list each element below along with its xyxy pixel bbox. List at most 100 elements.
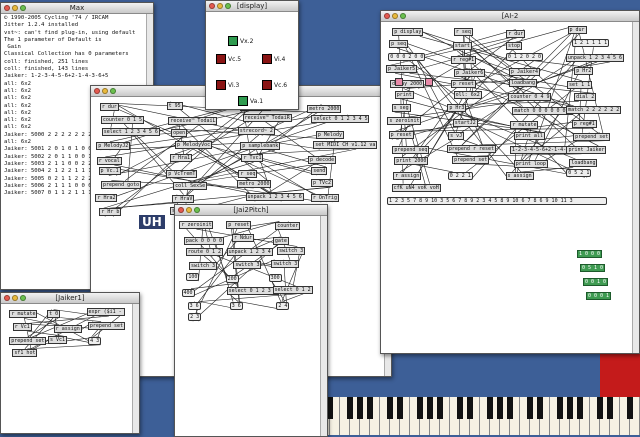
patch-object[interactable]: receive™ TodaiL: [168, 117, 217, 125]
patch-object[interactable]: p reset: [451, 80, 476, 88]
vertical-scrollbar[interactable]: [132, 304, 139, 433]
patch-object[interactable]: strecord~ 2: [238, 127, 275, 135]
patch-object[interactable]: r Ndur: [232, 234, 254, 242]
jai2pitch-titlebar[interactable]: [Jai2Pitch]: [175, 205, 327, 216]
patch-object[interactable]: prepend r reset: [447, 145, 496, 153]
patch-object[interactable]: p TVc2: [311, 179, 333, 187]
patch-object[interactable]: counter: [275, 222, 300, 230]
patch-object[interactable]: loadbang: [509, 79, 537, 87]
patch-object[interactable]: r vocal: [97, 157, 122, 165]
patch-object[interactable]: r dur: [100, 103, 119, 111]
patch-object[interactable]: p Jaiker5: [386, 65, 417, 73]
patch-object[interactable]: 0 2 2 1: [448, 172, 473, 180]
patch-object[interactable]: 3 6: [188, 302, 201, 310]
patch-object[interactable]: select 1 2 3 4 5 6: [102, 128, 160, 136]
patch-object[interactable]: prepend set: [573, 133, 610, 141]
patch-object[interactable]: p decode: [308, 156, 336, 164]
patch-object[interactable]: unpack 1 2 3 4: [227, 248, 273, 256]
patch-object[interactable]: t 0: [47, 310, 60, 318]
patch-object[interactable]: p reset: [226, 221, 251, 229]
patch-object[interactable]: metro 2000: [237, 180, 271, 188]
patch-object[interactable]: r seq: [454, 28, 473, 36]
patch-object[interactable]: p Melody: [316, 131, 344, 139]
meter-message[interactable]: 0 0 1 0: [583, 278, 608, 286]
patch-object[interactable]: p reset: [389, 131, 414, 139]
patch-object[interactable]: s seg: [392, 104, 411, 112]
patch-object[interactable]: stop: [506, 42, 522, 50]
patch-object[interactable]: select 0 1 2 3 4: [273, 286, 313, 294]
patch-object[interactable]: set 1 1: [567, 81, 592, 89]
stop-bang-button[interactable]: [425, 78, 433, 86]
patch-object[interactable]: 2 3: [188, 313, 201, 321]
meter-message[interactable]: 0 5 1 0: [580, 264, 605, 272]
patch-object[interactable]: 0 0 0 2 0 0: [388, 53, 425, 61]
patch-object[interactable]: cfK uN4 voK voH: [392, 184, 441, 192]
patch-object[interactable]: switch 3: [189, 262, 217, 270]
patch-object[interactable]: 300: [269, 274, 282, 282]
patch-object[interactable]: r Hra2: [95, 194, 117, 202]
patch-object[interactable]: print all: [514, 132, 545, 140]
patch-object[interactable]: r assign: [54, 325, 82, 333]
patch-object[interactable]: r seq: [238, 170, 257, 178]
patch-object[interactable]: r Vc1: [13, 323, 32, 331]
patch-object[interactable]: send: [311, 167, 327, 175]
patch-object[interactable]: r dur: [506, 30, 525, 38]
patch-object[interactable]: prepend set: [9, 337, 46, 345]
patch-object[interactable]: print loop: [514, 160, 548, 168]
patch-object[interactable]: p dur: [568, 26, 587, 34]
patch-object[interactable]: select 0 1 2 3 4 5: [311, 115, 369, 123]
chord-list-message[interactable]: 1 2 3 5 7 8 9 10 3 5 6 7 8 9 2 3 4 5 8 9…: [387, 197, 607, 205]
meter-message[interactable]: 0 0 0 1: [586, 292, 611, 300]
patch-object[interactable]: print Jaiker: [566, 146, 606, 154]
patch-object[interactable]: switch 3: [233, 261, 261, 269]
patch-object[interactable]: select 0 1 2 3 4: [227, 287, 279, 295]
patch-object[interactable]: startJ2: [453, 119, 478, 127]
patch-object[interactable]: coll SexSe: [173, 182, 207, 190]
patch-object[interactable]: prepend seq: [392, 146, 429, 154]
patch-object[interactable]: expr ($i1 - $i1 + 2): [87, 308, 125, 316]
patch-object[interactable]: t 95: [167, 102, 183, 110]
patch-object[interactable]: prepend set: [452, 156, 489, 164]
patch-object[interactable]: r OnTrig: [311, 194, 339, 202]
patch-object[interactable]: oll: 6x2: [454, 91, 482, 99]
patch-object[interactable]: 200: [226, 275, 239, 283]
patch-object[interactable]: p seq: [389, 40, 408, 48]
patch-object[interactable]: 4 3: [88, 337, 101, 345]
patch-object[interactable]: r HraV: [172, 195, 194, 203]
patch-object[interactable]: r mutate: [510, 121, 538, 129]
patch-object[interactable]: prepend goto: [101, 181, 141, 189]
patch-object[interactable]: counter 0 1 5: [101, 116, 144, 124]
patch-object[interactable]: unpack 1 2 3 4 5 6: [566, 54, 624, 62]
patch-object[interactable]: sf1 hot: [12, 349, 37, 357]
ai2-titlebar[interactable]: [AI-2: [381, 11, 639, 22]
patch-object[interactable]: 400: [182, 289, 195, 297]
patch-object[interactable]: 0 5 2 1: [566, 169, 591, 177]
patch-object[interactable]: p samplebank: [240, 142, 280, 150]
jaiker1-titlebar[interactable]: [Jaiker1]: [1, 293, 139, 304]
patch-object[interactable]: print: [395, 91, 414, 99]
patch-object[interactable]: p Jaiker4: [509, 68, 540, 76]
patch-object[interactable]: print 2000: [394, 157, 428, 165]
patch-object[interactable]: match 2 2 2 2 2 2: [566, 106, 621, 114]
patch-object[interactable]: set MIDI CH v1.12 va.34 vc.56: [313, 141, 377, 149]
patch-object[interactable]: route 0 1 2: [186, 248, 223, 256]
patch-object[interactable]: start: [453, 42, 472, 50]
patch-object[interactable]: match 0 0 0 0 0 0 0: [512, 107, 573, 115]
patch-object[interactable]: s Vc1: [48, 336, 67, 344]
patch-object[interactable]: 100: [186, 273, 199, 281]
patch-object[interactable]: s assign: [506, 172, 534, 180]
patch-object[interactable]: pack 0 0 0 0: [184, 237, 224, 245]
patch-object[interactable]: 0 1 2 0 2 0: [506, 53, 543, 61]
patch-object[interactable]: p reg#1: [572, 120, 597, 128]
patch-object[interactable]: receive™ TodaiR: [243, 114, 292, 122]
display-titlebar[interactable]: [display]: [206, 1, 298, 12]
patch-object[interactable]: unpack 1 2 3 4 5 6: [246, 193, 304, 201]
patch-object[interactable]: p MelodyJ2: [96, 142, 130, 150]
max-titlebar[interactable]: Max: [1, 3, 153, 14]
